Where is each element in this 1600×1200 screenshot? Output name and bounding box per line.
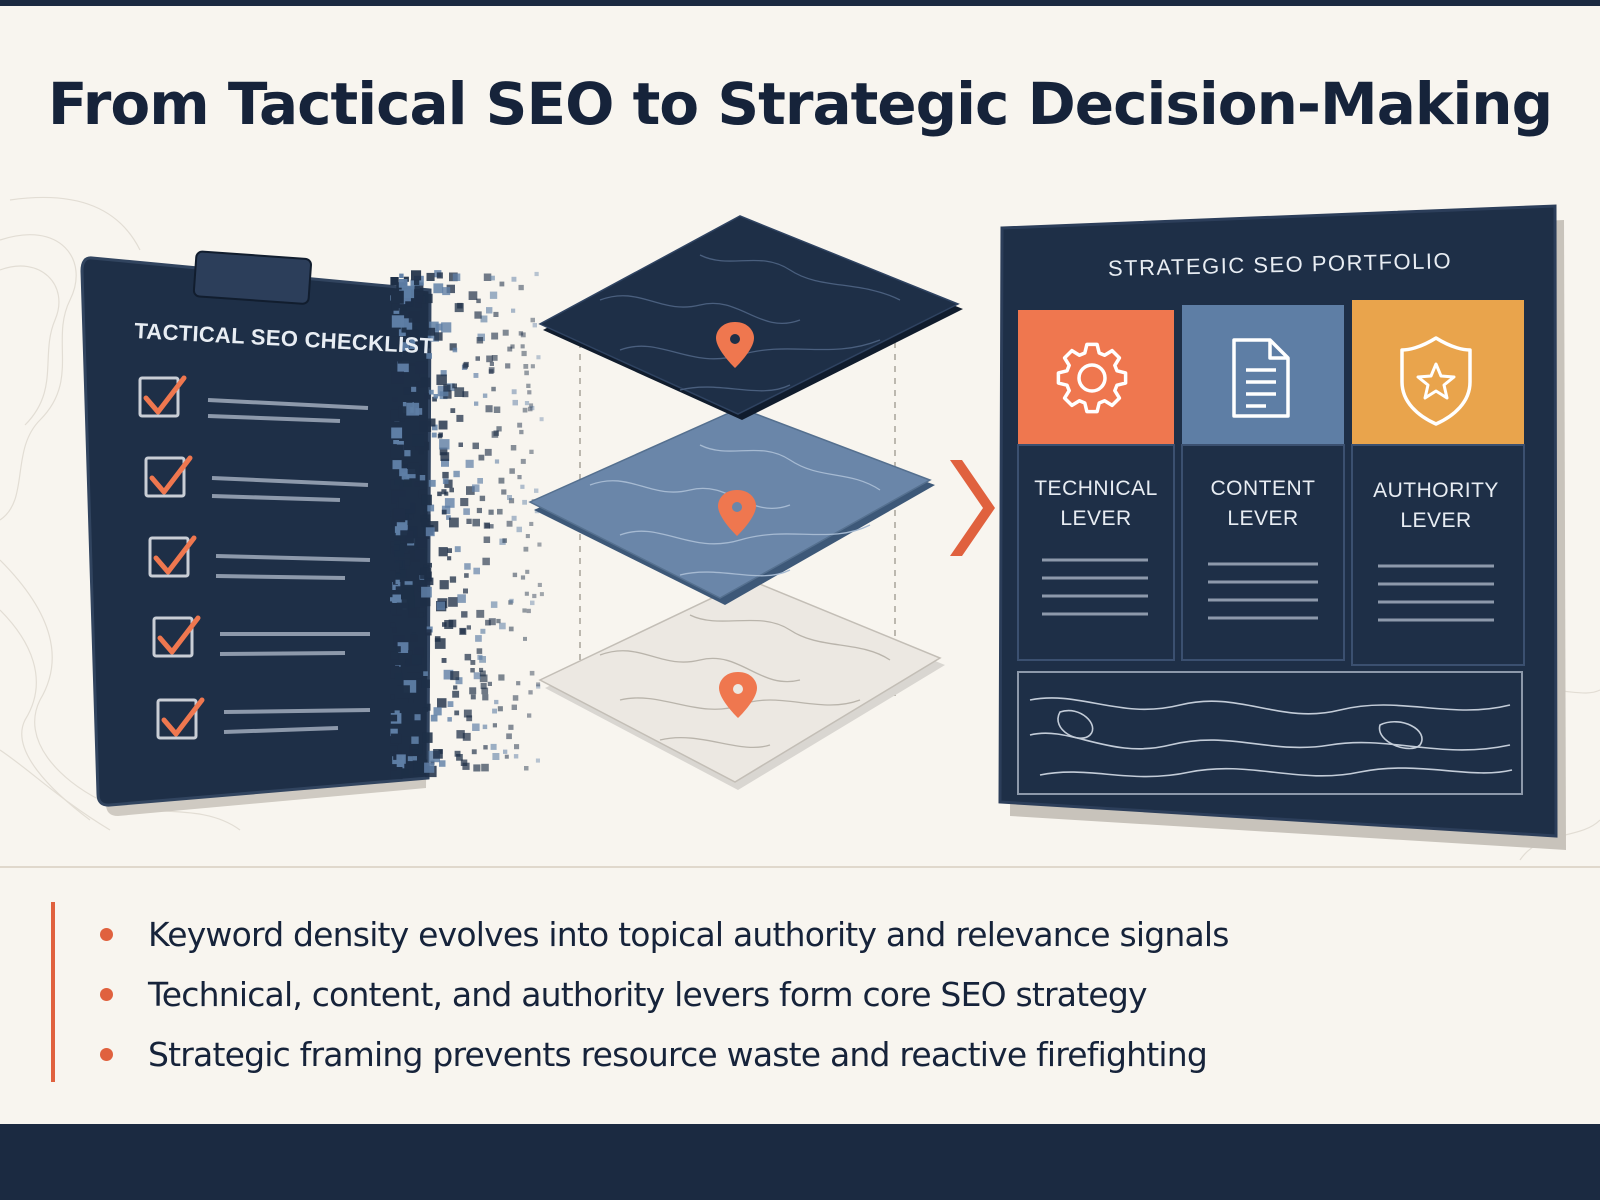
pixel-dissolve-effect [390, 270, 544, 780]
checkmark-icon [149, 455, 193, 495]
checklist-items [138, 375, 371, 740]
checkmark-icon [161, 697, 205, 737]
key-points-list: Keyword density evolves into topical aut… [100, 905, 1229, 1085]
strategic-portfolio-board [998, 204, 1566, 850]
checkbox-icon [152, 616, 194, 658]
checkmark-icon [143, 375, 187, 415]
checklist-item [138, 375, 369, 423]
list-item: Keyword density evolves into topical aut… [100, 905, 1229, 965]
top-border [0, 0, 1600, 6]
checklist-item [152, 615, 370, 658]
gear-icon [1056, 342, 1128, 414]
checklist-item [156, 697, 371, 740]
location-pin-icon [716, 322, 754, 368]
section-divider [0, 866, 1600, 868]
page-title: From Tactical SEO to Strategic Decision-… [47, 70, 1553, 138]
bullet-dot-icon [100, 988, 113, 1001]
content-lever-label: CONTENT LEVER [1210, 477, 1316, 530]
location-pin-icon [718, 490, 756, 536]
bullet-accent-bar [51, 902, 55, 1082]
checklist-item [144, 455, 369, 502]
document-icon [1232, 338, 1290, 418]
shield-star-icon [1400, 336, 1472, 426]
technical-lever-label: TECHNICAL LEVER [1034, 477, 1158, 530]
chevron-right-icon [950, 460, 995, 556]
authority-lever-label: AUTHORITY LEVER [1373, 479, 1499, 532]
content-lever-header [1182, 305, 1344, 445]
bullet-dot-icon [100, 1048, 113, 1061]
checkmark-icon [157, 615, 201, 655]
list-item: Technical, content, and authority levers… [100, 965, 1229, 1025]
bullet-dot-icon [100, 928, 113, 941]
checkbox-icon [156, 698, 198, 740]
list-item: Strategic framing prevents resource wast… [100, 1025, 1229, 1085]
technical-lever-header [1018, 310, 1174, 445]
checkmark-icon [153, 535, 197, 575]
checkbox-icon [144, 456, 186, 498]
footer-band [0, 1124, 1600, 1200]
map-layers [528, 215, 963, 790]
checkbox-icon [138, 376, 180, 418]
location-pin-icon [719, 672, 757, 718]
checkbox-icon [148, 536, 190, 578]
map-layer-top [538, 215, 963, 420]
portfolio-map-panel [1017, 671, 1523, 795]
checklist-item [148, 535, 371, 580]
